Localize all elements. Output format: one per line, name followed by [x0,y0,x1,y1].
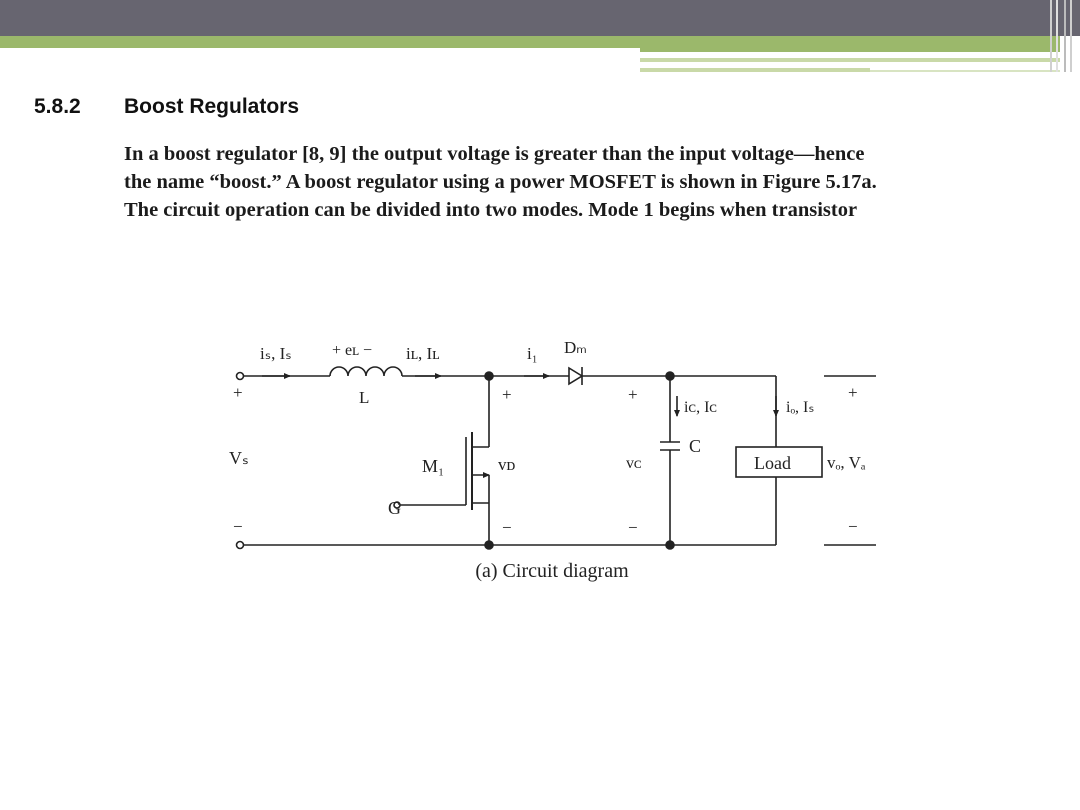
output-plus-sign: + [848,383,858,402]
accent-line-1 [640,58,1060,62]
accent-line-3 [870,70,1060,72]
section-title: Boost Regulators [124,95,300,118]
gate-label: G [388,498,401,518]
body-paragraph: In a boost regulator [8, 9] the output v… [124,140,1054,224]
diode-label: Dₘ [564,338,587,357]
junction-cap-top [665,371,675,381]
junction-source [484,540,494,550]
corner-rule-3 [1064,0,1066,72]
capacitor-plus-sign: + [628,385,638,404]
drain-voltage-label: vᴅ [498,455,516,474]
paragraph-line-2: the name “boost.” A boost regulator usin… [124,171,877,193]
inductor-label: L [359,388,369,407]
paragraph-line-1: In a boost regulator [8, 9] the output v… [124,143,865,165]
capacitor-current-label: iᴄ, Iᴄ [684,399,717,416]
drain-plus-sign: + [502,385,512,404]
capacitor-minus-sign: − [628,518,638,537]
mosfet-m1 [393,376,490,545]
junction-drain [484,371,494,381]
corner-rule-4 [1070,0,1072,72]
input-terminal-bottom [235,540,245,550]
output-voltage-label: vₒ, Vₐ [827,453,866,472]
output-minus-sign: − [848,517,858,536]
accent-stripe-right [640,36,1060,52]
accent-line-2 [640,68,870,72]
slide-top-bar [0,0,1080,36]
diode-current-label: i₁ [527,344,538,363]
capacitor-c [660,376,680,545]
load-current-label: iₒ, Iₛ [786,399,814,416]
corner-rule-2 [1056,0,1058,72]
capacitor-voltage-label: vᴄ [626,455,642,472]
source-current-label: iₛ, Iₛ [260,344,292,363]
input-terminal-top [235,371,245,381]
load-box [735,446,823,478]
diode-dm [568,366,584,386]
input-plus-sign: + [233,383,243,402]
load-label: Load [754,453,791,473]
section-number: 5.8.2 [34,95,81,118]
inductor-voltage-label: + eʟ − [332,342,372,359]
inductor-current-label: iʟ, Iʟ [406,344,440,363]
figure-caption: (a) Circuit diagram [475,560,629,582]
input-voltage-label: Vₛ [229,448,249,468]
transistor-label: M₁ [422,456,444,476]
capacitor-label: C [689,436,701,456]
corner-rule-1 [1050,0,1052,72]
accent-stripe-left [0,36,640,48]
drain-minus-sign: − [502,518,512,537]
input-minus-sign: − [233,517,243,536]
paragraph-line-3: The circuit operation can be divided int… [124,199,858,221]
inductor-coil [329,366,403,377]
junction-cap-bottom [665,540,675,550]
